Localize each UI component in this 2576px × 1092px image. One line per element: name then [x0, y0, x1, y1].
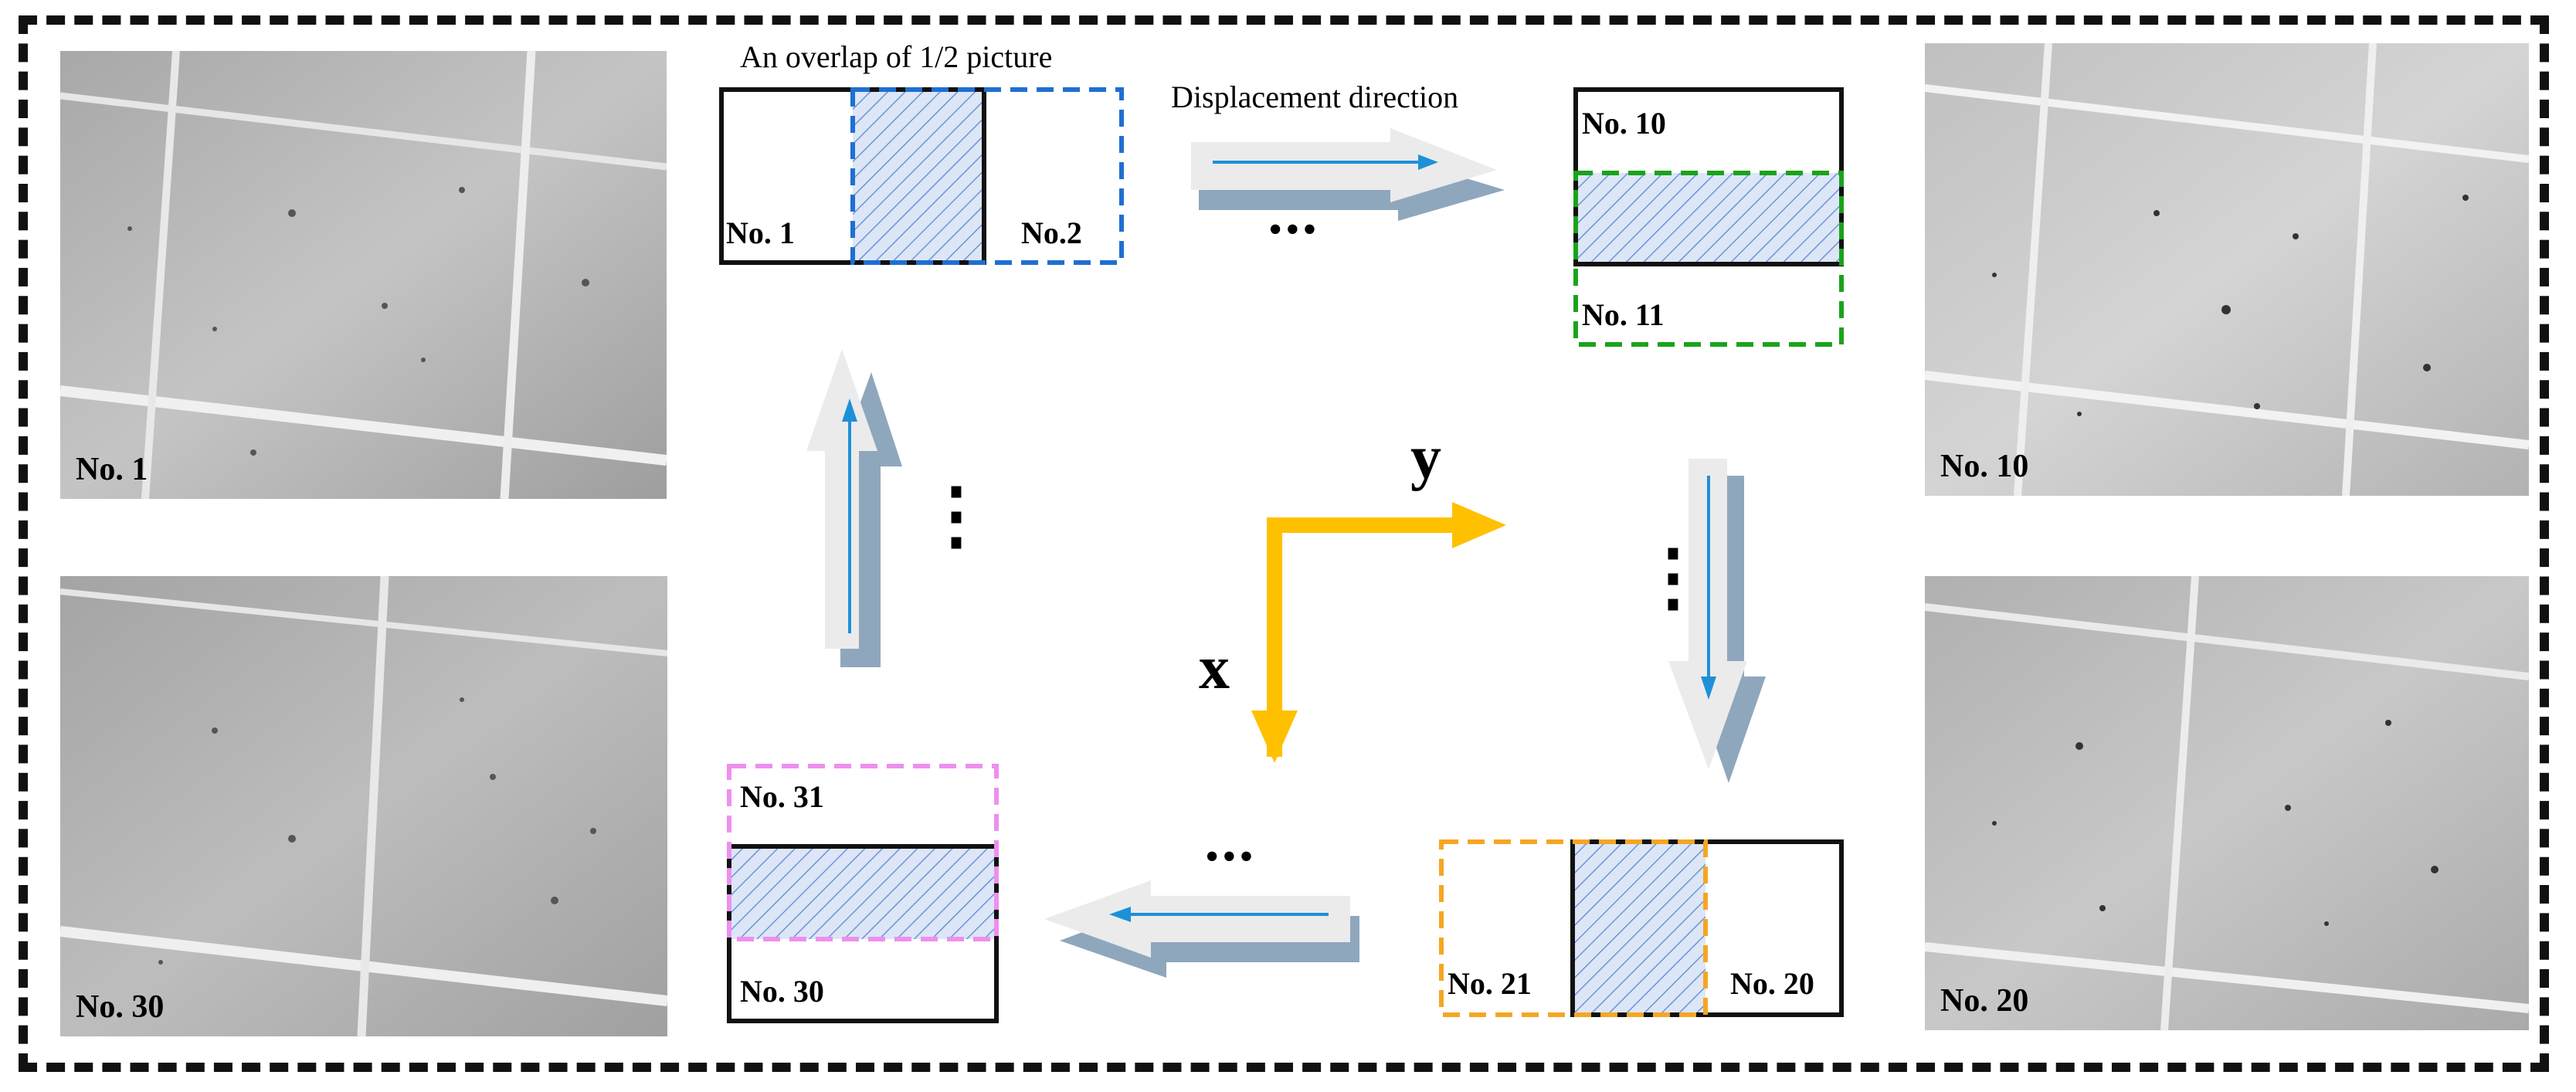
label-no2: No.2 — [1021, 215, 1082, 250]
frame-no31 — [727, 764, 999, 941]
y-axis-arrowhead — [1452, 502, 1506, 548]
label-no1: No. 1 — [726, 215, 795, 250]
left-ellipsis: ⋮ — [919, 474, 993, 557]
top-ellipsis: ••• — [1268, 208, 1320, 252]
micrograph-no-30: No. 30 — [60, 576, 667, 1036]
overlap-hatch — [1573, 843, 1705, 1015]
overlap-hatch — [729, 846, 996, 939]
micrograph-image — [1925, 43, 2529, 496]
label-no10: No. 10 — [1582, 106, 1666, 141]
overlap-no10-no11 — [1573, 87, 1844, 347]
right-down-arrow — [1668, 459, 1766, 783]
micrograph-label: No. 10 — [1940, 449, 2029, 484]
overlap-caption: An overlap of 1/2 picture — [740, 39, 1053, 74]
overlap-hatch — [1576, 173, 1841, 264]
frame-no21 — [1439, 839, 1708, 1017]
micrograph-image — [60, 51, 667, 499]
label-no21: No. 21 — [1448, 966, 1532, 1001]
displacement-caption: Displacement direction — [1171, 80, 1459, 114]
xy-axes — [1251, 502, 1506, 763]
overlap-no1-no2 — [719, 87, 1124, 265]
label-no30: No. 30 — [740, 974, 824, 1009]
top-right-arrow — [1191, 128, 1505, 221]
micrograph-label: No. 20 — [1940, 983, 2029, 1019]
x-axis-arrowhead — [1251, 710, 1298, 763]
label-no31: No. 31 — [740, 779, 824, 814]
label-no11: No. 11 — [1582, 297, 1665, 332]
bottom-left-arrow — [1044, 880, 1359, 978]
bottom-ellipsis: ••• — [1205, 835, 1257, 879]
label-no20: No. 20 — [1730, 966, 1814, 1001]
micrograph-image — [1925, 576, 2529, 1030]
micrograph-image — [60, 576, 667, 1036]
frame-no11 — [1573, 171, 1844, 347]
right-ellipsis: ⋮ — [1636, 536, 1710, 619]
frame-no2 — [850, 87, 1124, 265]
micrograph-no-20: No. 20 — [1925, 576, 2529, 1030]
overlap-hatch — [853, 90, 983, 263]
micrograph-label: No. 30 — [76, 989, 165, 1025]
micrograph-no-10: No. 10 — [1925, 43, 2529, 496]
overlap-no20-no21 — [1439, 839, 1844, 1017]
micrograph-no-1: No. 1 — [60, 51, 667, 499]
micrograph-label: No. 1 — [76, 452, 148, 487]
left-up-arrow — [806, 349, 902, 667]
overlap-no30-no31 — [727, 764, 999, 1023]
y-axis-label: y — [1410, 424, 1441, 492]
x-axis-label: x — [1199, 634, 1230, 702]
